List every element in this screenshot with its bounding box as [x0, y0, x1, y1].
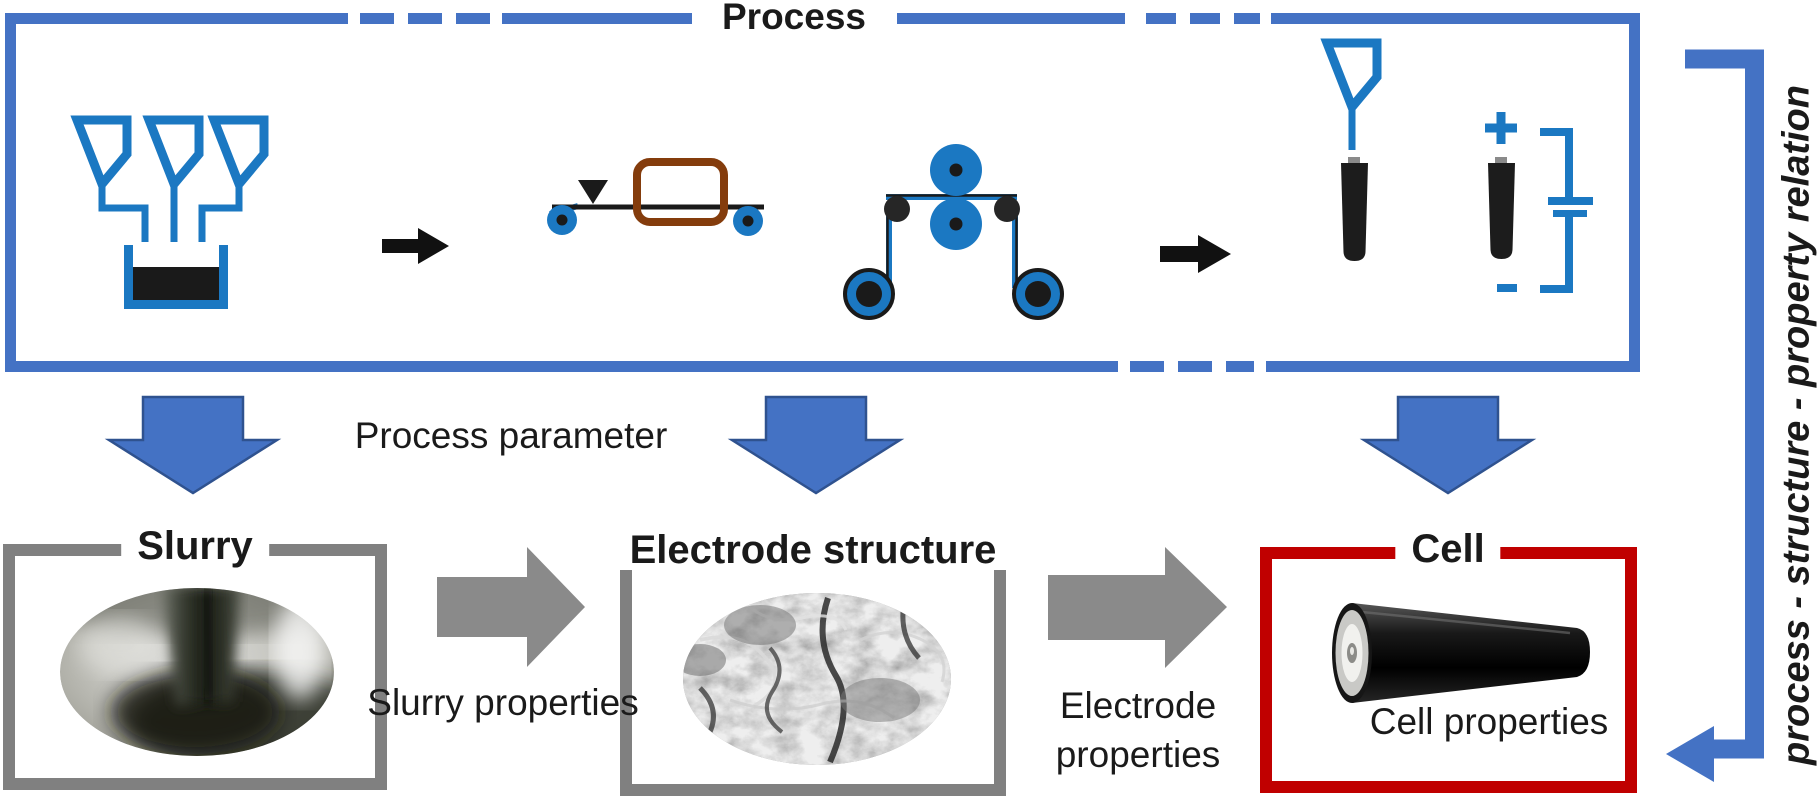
cell-assembly-icon — [1327, 43, 1377, 261]
process-box-frame — [5, 13, 1640, 372]
transfer-arrow-icon — [382, 228, 449, 264]
process-parameter-label: Process parameter — [354, 415, 668, 456]
drying-oven-icon — [633, 158, 728, 226]
cell-box-title: Cell — [1395, 529, 1501, 569]
slurry-properties-arrow — [437, 547, 585, 667]
calendering-icon — [843, 144, 1064, 320]
cell-photo — [1332, 603, 1590, 703]
slurry-properties-label: Slurry properties — [367, 682, 639, 723]
mixing-station-icon — [77, 120, 264, 309]
electrode-properties-label: Electrode properties — [1055, 685, 1221, 775]
battery-circuit-icon — [1485, 112, 1593, 293]
cell-properties-label: Cell properties — [1369, 701, 1609, 742]
electrode-box-title: Electrode structure — [617, 530, 1009, 570]
process-box-title: Process — [722, 0, 866, 37]
sem-photo — [683, 593, 951, 765]
process-parameter-arrow — [727, 395, 905, 495]
relation-feedback-arrow — [1666, 49, 1764, 782]
electrode-properties-arrow — [1048, 547, 1227, 668]
process-parameter-arrow — [104, 395, 282, 495]
transfer-arrow-icon — [1160, 235, 1231, 273]
relation-label: process - structure - property relation — [1775, 85, 1818, 765]
slurry-photo — [60, 588, 334, 756]
slurry-box-title: Slurry — [121, 526, 269, 566]
process-parameter-arrow — [1359, 395, 1537, 495]
coating-drying-icon — [547, 158, 764, 236]
